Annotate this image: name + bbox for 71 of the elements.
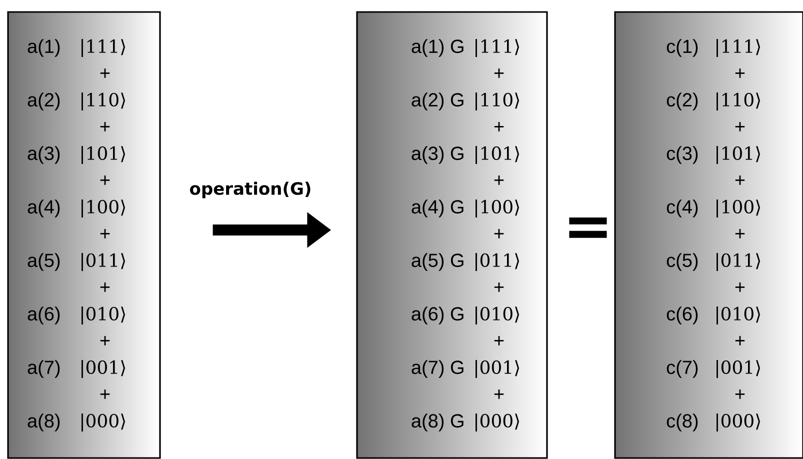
- plus-sign: +: [735, 122, 745, 132]
- ket: |101⟩: [82, 146, 126, 164]
- plus-sign: +: [494, 176, 504, 185]
- coefficient: a(7): [28, 360, 60, 378]
- ket: |110⟩: [716, 92, 760, 110]
- ket: |001⟩: [82, 360, 126, 378]
- coefficient: a(4): [28, 200, 60, 218]
- coefficient: a(6) G: [412, 306, 464, 324]
- plus-sign: +: [494, 282, 504, 292]
- plus-sign: +: [494, 390, 504, 399]
- ket: |011⟩: [716, 253, 760, 271]
- ket: |111⟩: [82, 39, 126, 57]
- coefficient: a(3) G: [412, 146, 464, 164]
- ket: |101⟩: [476, 146, 520, 164]
- coefficient: c(8): [666, 414, 698, 432]
- coefficient: c(1): [666, 39, 698, 57]
- ket: |000⟩: [716, 414, 760, 432]
- ket: |111⟩: [476, 39, 520, 57]
- ket: |000⟩: [82, 414, 126, 432]
- ket: |001⟩: [476, 360, 520, 378]
- plus-sign: +: [735, 282, 745, 292]
- plus-sign: +: [735, 229, 745, 238]
- coefficient: a(1): [28, 39, 60, 57]
- ket: |000⟩: [476, 414, 520, 432]
- coefficient: a(5) G: [412, 253, 464, 271]
- coefficient: c(7): [666, 360, 698, 378]
- plus-sign: +: [100, 336, 110, 346]
- plus-sign: +: [494, 68, 504, 78]
- plus-sign: +: [735, 390, 745, 399]
- ket: |110⟩: [82, 92, 126, 110]
- coefficient: a(8): [28, 414, 60, 432]
- ket: |100⟩: [716, 200, 760, 218]
- ket: |010⟩: [476, 306, 520, 324]
- ket: |011⟩: [476, 253, 520, 271]
- ket: |100⟩: [82, 200, 126, 218]
- coefficient: a(3): [28, 146, 60, 164]
- edge-label: operation(G): [190, 182, 310, 198]
- ket: |101⟩: [716, 146, 760, 164]
- plus-sign: +: [494, 229, 504, 238]
- plus-sign: +: [494, 122, 504, 132]
- coefficient: c(5): [666, 253, 698, 271]
- coefficient: a(2) G: [412, 92, 464, 110]
- plus-sign: +: [735, 336, 745, 346]
- plus-sign: +: [100, 282, 110, 292]
- plus-sign: +: [100, 390, 110, 399]
- coefficient: a(7) G: [412, 360, 464, 378]
- coefficient: c(6): [666, 306, 698, 324]
- plus-sign: +: [100, 68, 110, 78]
- ket: |100⟩: [476, 200, 520, 218]
- plus-sign: +: [100, 176, 110, 185]
- plus-sign: +: [735, 176, 745, 185]
- ket: |110⟩: [476, 92, 520, 110]
- ket: |010⟩: [716, 306, 760, 324]
- ket: |010⟩: [82, 306, 126, 324]
- coefficient: c(2): [666, 92, 698, 110]
- equals-sign: =: [569, 218, 607, 238]
- coefficient: a(4) G: [412, 200, 464, 218]
- plus-sign: +: [735, 68, 745, 78]
- plus-sign: +: [100, 122, 110, 132]
- ket: |011⟩: [82, 253, 126, 271]
- coefficient: a(2): [28, 92, 60, 110]
- coefficient: a(6): [28, 306, 60, 324]
- coefficient: a(5): [28, 253, 60, 271]
- ket: |001⟩: [716, 360, 760, 378]
- coefficient: a(1) G: [412, 39, 464, 57]
- ket: |111⟩: [716, 39, 760, 57]
- plus-sign: +: [100, 229, 110, 238]
- coefficient: a(8) G: [412, 414, 464, 432]
- coefficient: c(3): [666, 146, 698, 164]
- coefficient: c(4): [666, 200, 698, 218]
- plus-sign: +: [494, 336, 504, 346]
